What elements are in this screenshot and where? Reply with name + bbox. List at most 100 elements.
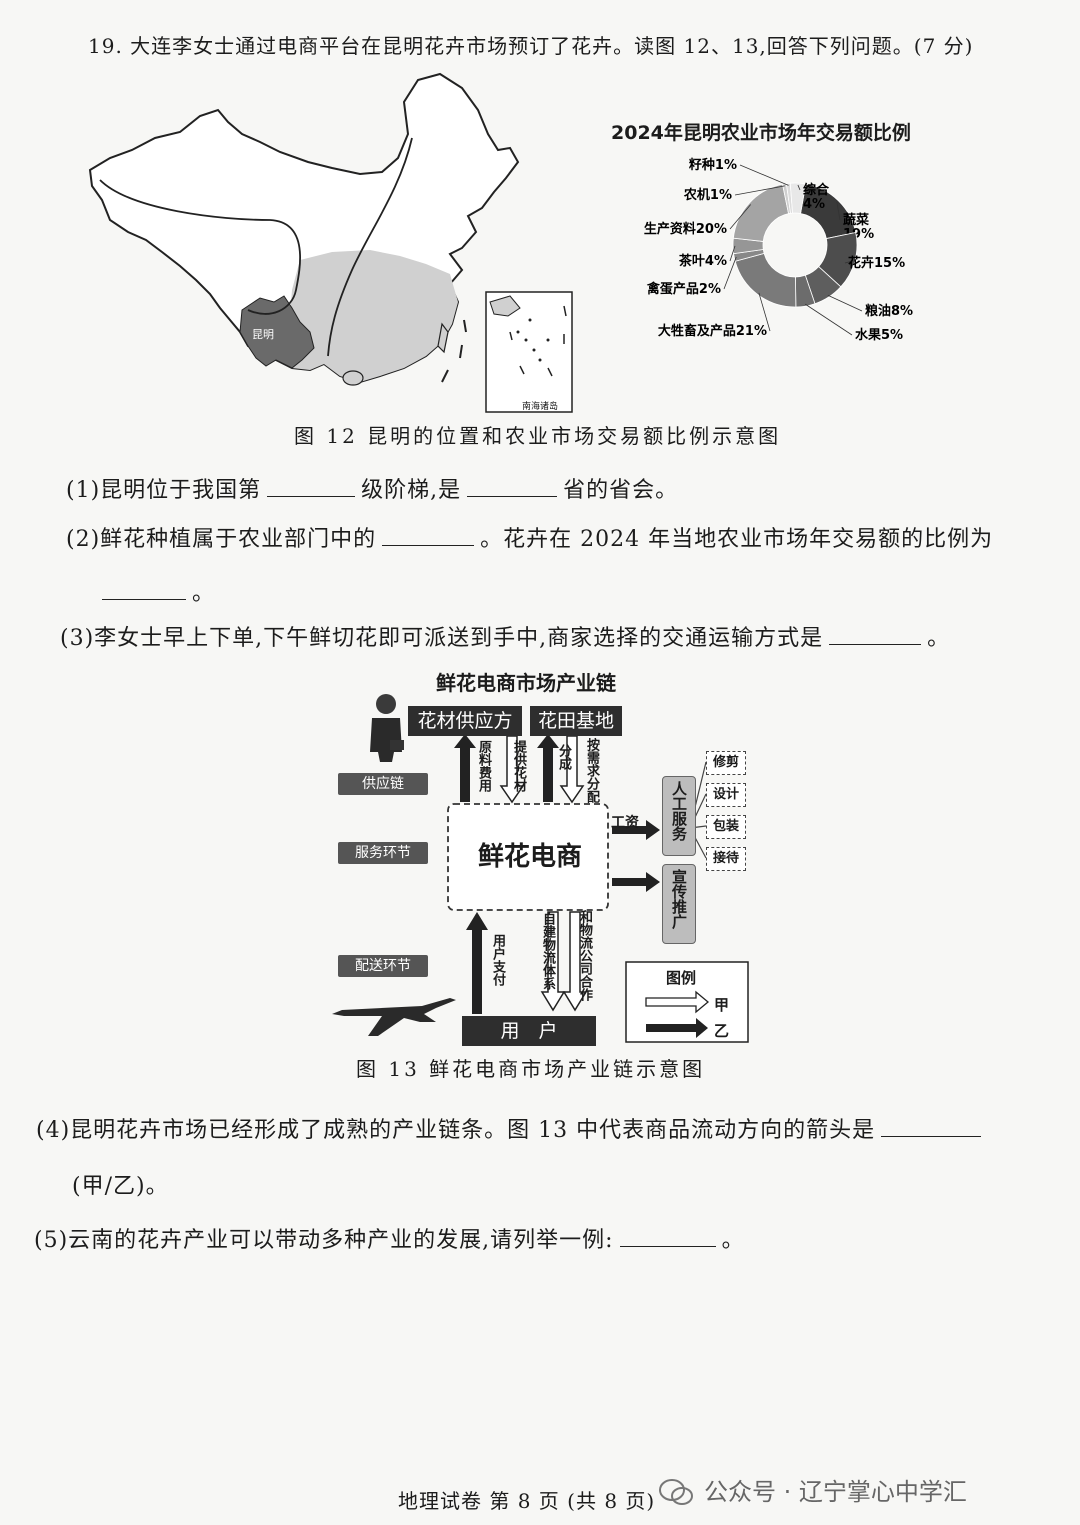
figure13-title: 鲜花电商市场产业链 <box>436 671 616 695</box>
q1-text-c: 省的省会。 <box>563 478 679 503</box>
boundary-loop <box>99 179 301 315</box>
stage-delivery: 配送环节 <box>338 955 428 977</box>
hainan-island <box>342 370 364 386</box>
q3-blank[interactable] <box>829 643 922 645</box>
service-trim: 修剪 <box>706 751 746 775</box>
question-2: (2)鲜花种植属于农业部门中的。花卉在 2024 年当地农业市场年交易额的比例为 <box>66 521 993 553</box>
boundary-line <box>327 137 413 357</box>
q5-text-a: (5)云南的花卉产业可以带动多种产业的发展,请列举一例: <box>34 1228 614 1253</box>
donut-leader-4 <box>758 292 771 332</box>
q1-text-b: 级阶梯,是 <box>361 478 462 503</box>
chart-title: 2024年昆明农业市场年交易额比例 <box>611 122 911 144</box>
donut-label-1: 花卉15% <box>848 255 905 271</box>
q1-blank-2[interactable] <box>467 495 558 497</box>
stage-service: 服务环节 <box>338 842 428 864</box>
stage-supply-chain: 供应链 <box>338 773 428 795</box>
figure13-caption: 图 13 鲜花电商市场产业链示意图 <box>356 1057 706 1081</box>
q3-text-a: (3)李女士早上下单,下午鲜切花即可派送到手中,商家选择的交通运输方式是 <box>60 626 824 651</box>
q4-text-a: (4)昆明花卉市场已经形成了成熟的产业链条。图 13 中代表商品流动方向的箭头是 <box>36 1118 876 1143</box>
q3-text-b: 。 <box>927 626 951 651</box>
donut-label-3: 水果5% <box>855 327 903 343</box>
user-box: 用 户 <box>462 1016 596 1046</box>
center-label: 鲜花电商 <box>477 842 582 872</box>
donut-label-7: 生产资料20% <box>644 221 727 237</box>
service-pack: 包装 <box>706 815 746 839</box>
question-2-cont: 。 <box>102 575 215 607</box>
question-4: (4)昆明花卉市场已经形成了成熟的产业链条。图 13 中代表商品流动方向的箭头是 <box>36 1112 987 1144</box>
donut-leader-9 <box>739 164 789 186</box>
solid-arrow-right-1 <box>612 820 660 840</box>
farm-box: 花田基地 <box>530 706 622 736</box>
label-raw-cost: 原料费用 <box>476 740 491 792</box>
label-pay: 用户支付 <box>490 934 505 986</box>
label-distribute: 按需求分配 <box>584 738 599 803</box>
donut-slice-7 <box>732 183 790 242</box>
inset-label: 南海诸岛 <box>522 402 559 412</box>
kunming-label: 昆明 <box>252 328 274 341</box>
donut-leader-7 <box>729 204 751 230</box>
service-design: 设计 <box>706 783 746 807</box>
question-1: (1)昆明位于我国第级阶梯,是省的省会。 <box>66 472 678 504</box>
hollow-arrow-down-3 <box>540 911 566 1012</box>
question-intro: 19. 大连李女士通过电商平台在昆明花卉市场预订了花卉。读图 12、13,回答下… <box>88 34 974 58</box>
donut-label-4: 大牲畜及产品21% <box>658 323 767 339</box>
donut-leader-0 <box>836 201 841 221</box>
label-provide: 提供花材 <box>511 740 526 792</box>
center-box-outline <box>447 803 609 911</box>
solid-arrow-up-3 <box>466 912 488 1014</box>
donut-leader-6 <box>729 245 736 262</box>
figure12-caption: 图 12 昆明的位置和农业市场交易额比例示意图 <box>294 424 782 448</box>
hollow-arrow-down-2 <box>559 735 585 804</box>
legend-hollow-arrow <box>645 990 710 1014</box>
service-reception: 接待 <box>706 847 746 871</box>
legend-hollow-label: 甲 <box>714 996 730 1014</box>
donut-slice-10 <box>789 182 807 214</box>
q2-blank-1[interactable] <box>382 544 475 546</box>
legend-title: 图例 <box>666 969 697 987</box>
label-self-logistics: 自建物流体系 <box>540 912 555 990</box>
solid-arrow-up-2 <box>537 734 559 802</box>
question-5: (5)云南的花卉产业可以带动多种产业的发展,请列举一例: 。 <box>34 1222 745 1254</box>
donut-leader-3 <box>804 303 853 336</box>
donut-leader-8 <box>734 185 785 196</box>
label-share: 分成 <box>556 744 571 770</box>
donut-label-8: 农机1% <box>683 187 732 203</box>
airplane-icon <box>332 998 456 1036</box>
label-partner-logistics: 和物流公司合作 <box>577 910 592 1001</box>
donut-label-9: 籽种1% <box>689 157 737 173</box>
q2-blank-2[interactable] <box>102 598 186 600</box>
person-icon <box>370 694 404 762</box>
watermark: 公众号 · 辽宁掌心中学汇 <box>704 1478 967 1506</box>
question-3: (3)李女士早上下单,下午鲜切花即可派送到手中,商家选择的交通运输方式是 。 <box>60 620 950 652</box>
page-footer: 地理试卷 第 8 页 (共 8 页) <box>398 1489 656 1513</box>
label-wage: 工资 <box>611 815 639 831</box>
donut-leader-1 <box>844 260 853 264</box>
manual-service-box: 人工服务 <box>662 776 696 856</box>
q5-text-b: 。 <box>721 1228 745 1253</box>
china-map <box>88 72 573 413</box>
legend-solid-label: 乙 <box>714 1022 730 1040</box>
wechat-icon <box>658 1478 694 1508</box>
solid-arrow-up-1 <box>454 734 476 802</box>
legend-solid-arrow <box>646 1018 708 1038</box>
donut-label-2: 粮油8% <box>865 303 913 319</box>
question-4-cont: (甲/乙)。 <box>72 1174 169 1199</box>
donut-leader-2 <box>827 294 863 312</box>
hollow-arrow-down-4 <box>562 911 588 1012</box>
donut-leader-5 <box>723 256 737 290</box>
q2-text-a: (2)鲜花种植属于农业部门中的 <box>66 527 377 552</box>
q5-blank[interactable] <box>619 1245 716 1247</box>
q4-blank[interactable] <box>881 1135 982 1137</box>
q1-blank-1[interactable] <box>267 495 356 497</box>
south-shaded-region <box>276 250 458 382</box>
donut-leader-10 <box>797 184 801 191</box>
hollow-arrow-down-1 <box>499 735 525 804</box>
donut-label-6: 茶叶4% <box>679 253 727 269</box>
promotion-box: 宣传推广 <box>662 864 696 944</box>
supplier-box: 花材供应方 <box>408 706 522 736</box>
donut-label-5: 禽蛋产品2% <box>646 281 721 297</box>
taiwan-island <box>437 322 449 354</box>
q2-text-c: 。 <box>192 581 216 606</box>
